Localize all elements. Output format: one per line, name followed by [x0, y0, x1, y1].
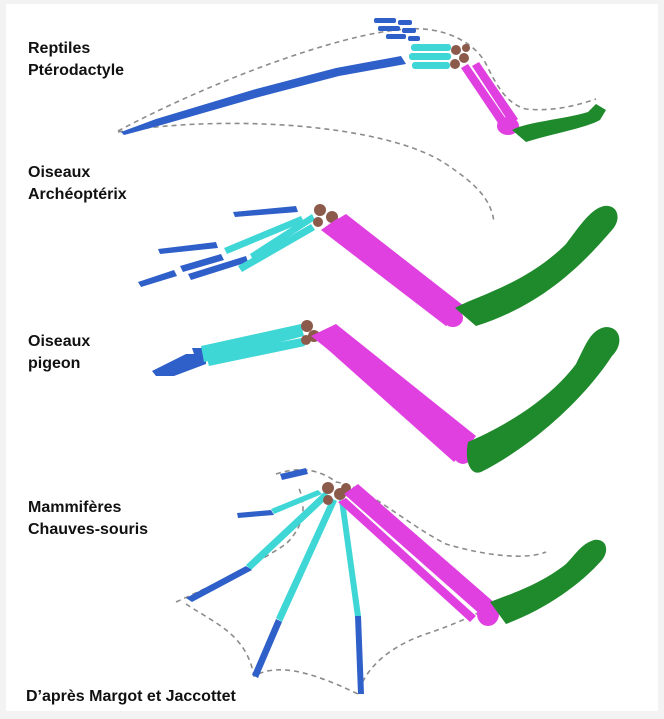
- archeopterix-wing: [138, 204, 618, 327]
- pterodactyl-small-fingers: [374, 18, 420, 41]
- bat-phalanges: [186, 510, 364, 694]
- pterodactyl-wing: [118, 18, 606, 222]
- pterodactyl-membrane-lower: [118, 123, 494, 222]
- bat-humerus: [490, 540, 606, 624]
- pigeon-humerus: [467, 327, 620, 473]
- pigeon-carpals: [301, 320, 320, 345]
- archeopterix-humerus: [455, 206, 618, 326]
- bat-radius-ulna: [338, 484, 499, 626]
- pigeon-radius-ulna: [311, 324, 476, 464]
- pigeon-fingers: [152, 348, 206, 376]
- archeopterix-radius-ulna: [321, 214, 464, 327]
- bat-wing: [176, 468, 606, 694]
- pterodactyl-metacarpals: [409, 44, 451, 69]
- pigeon-metacarpals: [201, 324, 305, 366]
- pigeon-wing: [152, 320, 619, 473]
- figure-canvas: Reptiles Ptérodactyle Oiseaux Archéoptér…: [6, 4, 658, 711]
- wing-skeleton-diagram: [6, 4, 658, 711]
- pterodactyl-wing-finger: [121, 56, 406, 135]
